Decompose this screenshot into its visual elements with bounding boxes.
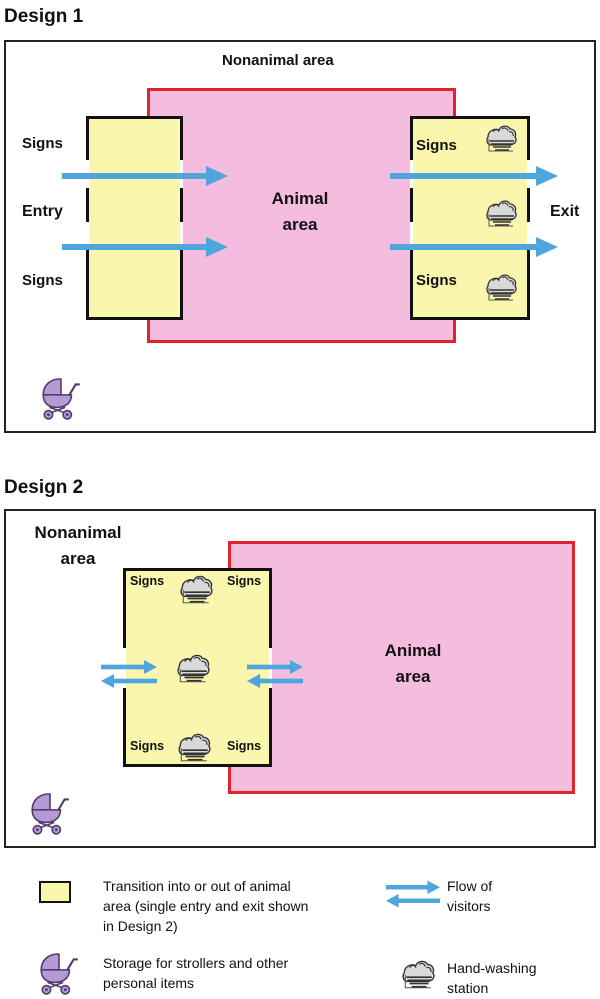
design1-exit-opening-right-bottom bbox=[527, 222, 530, 250]
hand-washing-icon bbox=[178, 573, 214, 605]
legend-storage-line1: Storage for strollers and other bbox=[103, 955, 289, 971]
legend-handwash-line1: Hand-washing bbox=[447, 960, 537, 976]
design2-animal-label-line2: area bbox=[395, 667, 431, 686]
legend-handwash-text: Hand-washing station bbox=[447, 958, 537, 998]
flow-arrow-icon bbox=[390, 237, 558, 257]
flow-arrow-icon bbox=[246, 660, 304, 688]
flow-arrow-icon bbox=[100, 660, 158, 688]
design1-signs-right-bottom: Signs bbox=[416, 272, 457, 289]
design2-nonanimal-label-line1: Nonanimal bbox=[34, 523, 122, 542]
legend-transition-text: Transition into or out of animal area (s… bbox=[103, 876, 308, 936]
design1-animal-area bbox=[147, 88, 456, 343]
design2-nonanimal-label-line2: area bbox=[60, 549, 96, 568]
design2-title: Design 2 bbox=[4, 477, 84, 498]
design1-title: Design 1 bbox=[4, 6, 84, 27]
legend-transition-line3: in Design 2) bbox=[103, 918, 178, 934]
legend-flow-line2: visitors bbox=[447, 898, 491, 914]
design1-exit-opening-left-bottom bbox=[410, 222, 413, 250]
design1-signs-right-top: Signs bbox=[416, 137, 457, 154]
design1-animal-label-line2: area bbox=[282, 215, 318, 234]
design1-signs-left-top: Signs bbox=[22, 135, 63, 152]
design2-signs-top-right: Signs bbox=[227, 574, 262, 588]
legend-transition-swatch bbox=[39, 881, 71, 903]
design1-animal-label-line1: Animal bbox=[271, 189, 329, 208]
legend-storage-text: Storage for strollers and other personal… bbox=[103, 953, 288, 993]
hand-washing-icon bbox=[400, 958, 436, 990]
design2-signs-top-left: Signs bbox=[130, 574, 165, 588]
design1-exit-label: Exit bbox=[550, 203, 580, 220]
design2-signs-bottom-right: Signs bbox=[227, 739, 262, 753]
design1-nonanimal-label: Nonanimal area bbox=[222, 52, 334, 69]
design1-entry-label: Entry bbox=[22, 203, 63, 220]
legend-transition-line2: area (single entry and exit shown bbox=[103, 898, 309, 914]
flow-arrow-icon bbox=[62, 237, 228, 257]
hand-washing-icon bbox=[176, 731, 212, 763]
design2-nonanimal-label: Nonanimal area bbox=[20, 520, 136, 572]
design1-entry-opening-bottom bbox=[86, 222, 89, 250]
legend-flow-text: Flow of visitors bbox=[447, 876, 492, 916]
hand-washing-icon bbox=[484, 198, 518, 228]
legend-handwash-line2: station bbox=[447, 980, 489, 996]
stroller-icon bbox=[27, 791, 73, 835]
design2-animal-label-line1: Animal bbox=[384, 641, 442, 660]
design1-animal-label: Animal area bbox=[250, 186, 350, 238]
legend-storage-line2: personal items bbox=[103, 975, 195, 991]
design1-entry-transition-zone bbox=[86, 116, 183, 320]
flow-arrow-icon bbox=[62, 166, 228, 186]
legend-flow-line1: Flow of bbox=[447, 878, 493, 894]
flow-arrow-icon bbox=[386, 880, 440, 908]
design2-signs-bottom-left: Signs bbox=[130, 739, 165, 753]
design1-entry-opening-right-bottom bbox=[180, 222, 183, 250]
stroller-icon bbox=[38, 376, 84, 420]
design2-animal-label: Animal area bbox=[363, 638, 463, 690]
hand-washing-icon bbox=[484, 123, 518, 153]
stroller-icon bbox=[36, 951, 82, 995]
hand-washing-icon bbox=[175, 652, 211, 684]
flow-arrow-icon bbox=[390, 166, 558, 186]
hand-washing-icon bbox=[484, 272, 518, 302]
legend-transition-line1: Transition into or out of animal bbox=[103, 878, 291, 894]
design1-signs-left-bottom: Signs bbox=[22, 272, 63, 289]
